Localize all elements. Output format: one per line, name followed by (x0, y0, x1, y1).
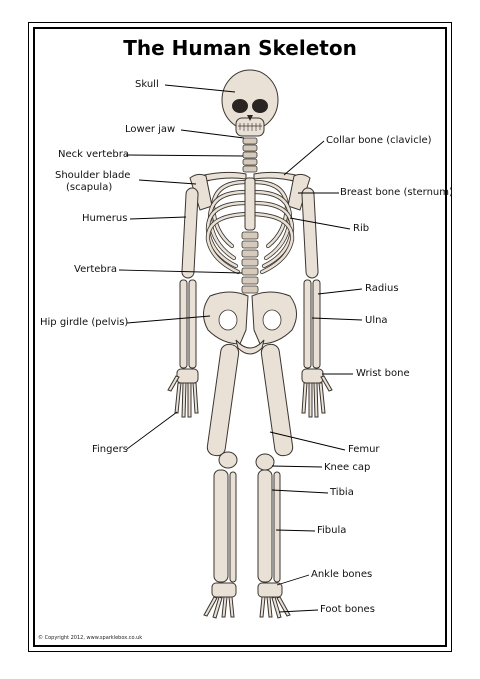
label-ulna: Ulna (365, 315, 388, 326)
label-foot-bones: Foot bones (320, 604, 375, 615)
left-arm (179, 187, 199, 369)
label-scapula: (scapula) (66, 182, 113, 193)
label-fibula: Fibula (317, 525, 347, 536)
label-fingers: Fingers (92, 444, 128, 455)
label-hip-girdle: Hip girdle (pelvis) (40, 317, 129, 328)
left-foot (203, 582, 237, 619)
left-hand (167, 368, 199, 418)
label-neck-vertebra: Neck vertebra (58, 149, 129, 160)
label-vertebra: Vertebra (74, 264, 117, 275)
right-arm (301, 187, 321, 369)
label-shoulder-blade: Shoulder blade (55, 170, 131, 181)
label-ankle-bones: Ankle bones (311, 569, 373, 580)
spine (241, 231, 259, 294)
label-humerus: Humerus (82, 213, 128, 224)
ribcage (205, 177, 295, 275)
skull (221, 69, 279, 137)
inner-border (33, 27, 447, 647)
label-wrist-bone: Wrist bone (356, 368, 410, 379)
label-femur: Femur (348, 444, 380, 455)
right-foot (257, 582, 291, 619)
left-scapula (189, 173, 213, 211)
label-skull: Skull (135, 79, 159, 90)
copyright-notice: © Copyright 2012, www.sparklebox.co.uk (38, 635, 143, 641)
right-scapula (287, 173, 311, 211)
label-breast-bone: Breast bone (sternum) (340, 187, 453, 198)
label-tibia: Tibia (330, 487, 354, 498)
right-leg (255, 343, 294, 583)
poster-title: The Human Skeleton (123, 36, 357, 60)
outer-border (28, 22, 452, 652)
pelvis (203, 291, 297, 355)
label-collar-bone: Collar bone (clavicle) (326, 135, 432, 146)
sternum (244, 177, 256, 231)
left-leg (206, 343, 240, 583)
label-lower-jaw: Lower jaw (125, 124, 176, 135)
leader-lines (118, 84, 363, 613)
label-radius: Radius (365, 283, 399, 294)
neck-vertebrae (242, 137, 258, 173)
label-knee-cap: Knee cap (324, 462, 371, 473)
label-rib: Rib (353, 223, 370, 234)
right-hand (301, 368, 333, 418)
